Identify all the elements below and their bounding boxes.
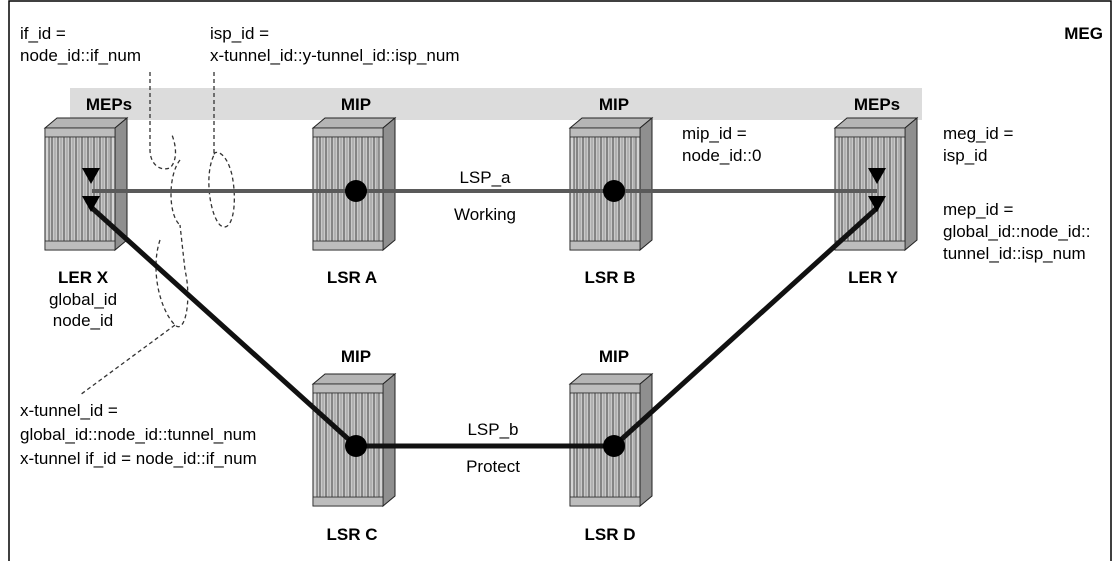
meg-boundary xyxy=(8,0,1112,561)
lsp-b-role: Protect xyxy=(466,457,520,476)
if-id-line-2: node_id::if_num xyxy=(20,46,141,65)
x-tunnel-line-3: x-tunnel if_id = node_id::if_num xyxy=(20,449,257,468)
mip-dot-lsr-a xyxy=(345,180,367,202)
role-mip-a: MIP xyxy=(341,95,371,114)
lsp-b-path xyxy=(90,206,879,449)
x-tunnel-line-2: global_id::node_id::tunnel_num xyxy=(20,425,256,444)
meg-id-line-2: isp_id xyxy=(943,146,987,165)
lsp-a-label: LSP_a xyxy=(459,168,511,187)
mep-id-line-3: tunnel_id::isp_num xyxy=(943,244,1086,263)
mep-id-line-1: mep_id = xyxy=(943,200,1013,219)
meg-label: MEG xyxy=(1064,24,1103,43)
meg-id-line-1: meg_id = xyxy=(943,124,1013,143)
role-mip-b: MIP xyxy=(599,95,629,114)
mep-id-line-2: global_id::node_id:: xyxy=(943,222,1090,241)
isp-id-line-1: isp_id = xyxy=(210,24,269,43)
mip-id-line-1: mip_id = xyxy=(682,124,747,143)
node-ler-x-global-id: global_id xyxy=(49,290,117,309)
role-mip-d: MIP xyxy=(599,347,629,366)
x-tunnel-line-1: x-tunnel_id = xyxy=(20,401,118,420)
mip-id-line-2: node_id::0 xyxy=(682,146,761,165)
role-mep-right: MEPs xyxy=(854,95,900,114)
node-lsr-b-label: LSR B xyxy=(585,268,636,287)
node-lsr-a-label: LSR A xyxy=(327,268,377,287)
isp-id-line-2: x-tunnel_id::y-tunnel_id::isp_num xyxy=(210,46,459,65)
mep-triangle-x-working xyxy=(82,168,100,184)
node-lsr-c-label: LSR C xyxy=(327,525,378,544)
mip-dot-lsr-b xyxy=(603,180,625,202)
role-mip-c: MIP xyxy=(341,347,371,366)
node-lsr-d-label: LSR D xyxy=(585,525,636,544)
lsp-b-label: LSP_b xyxy=(467,420,518,439)
mep-triangle-y-protect xyxy=(868,196,886,212)
router-ler-y-icon xyxy=(834,117,918,251)
mep-triangle-y-working xyxy=(868,168,886,184)
role-mep-left: MEPs xyxy=(86,95,132,114)
node-ler-x-node-id: node_id xyxy=(53,311,114,330)
if-id-line-1: if_id = xyxy=(20,24,66,43)
mip-dot-lsr-c xyxy=(345,435,367,457)
mip-dot-lsr-d xyxy=(603,435,625,457)
lsp-a-role: Working xyxy=(454,205,516,224)
node-ler-x-label: LER X xyxy=(58,268,109,287)
meg-band xyxy=(70,88,922,120)
node-ler-y-label: LER Y xyxy=(848,268,898,287)
mep-triangle-x-protect xyxy=(82,196,100,212)
